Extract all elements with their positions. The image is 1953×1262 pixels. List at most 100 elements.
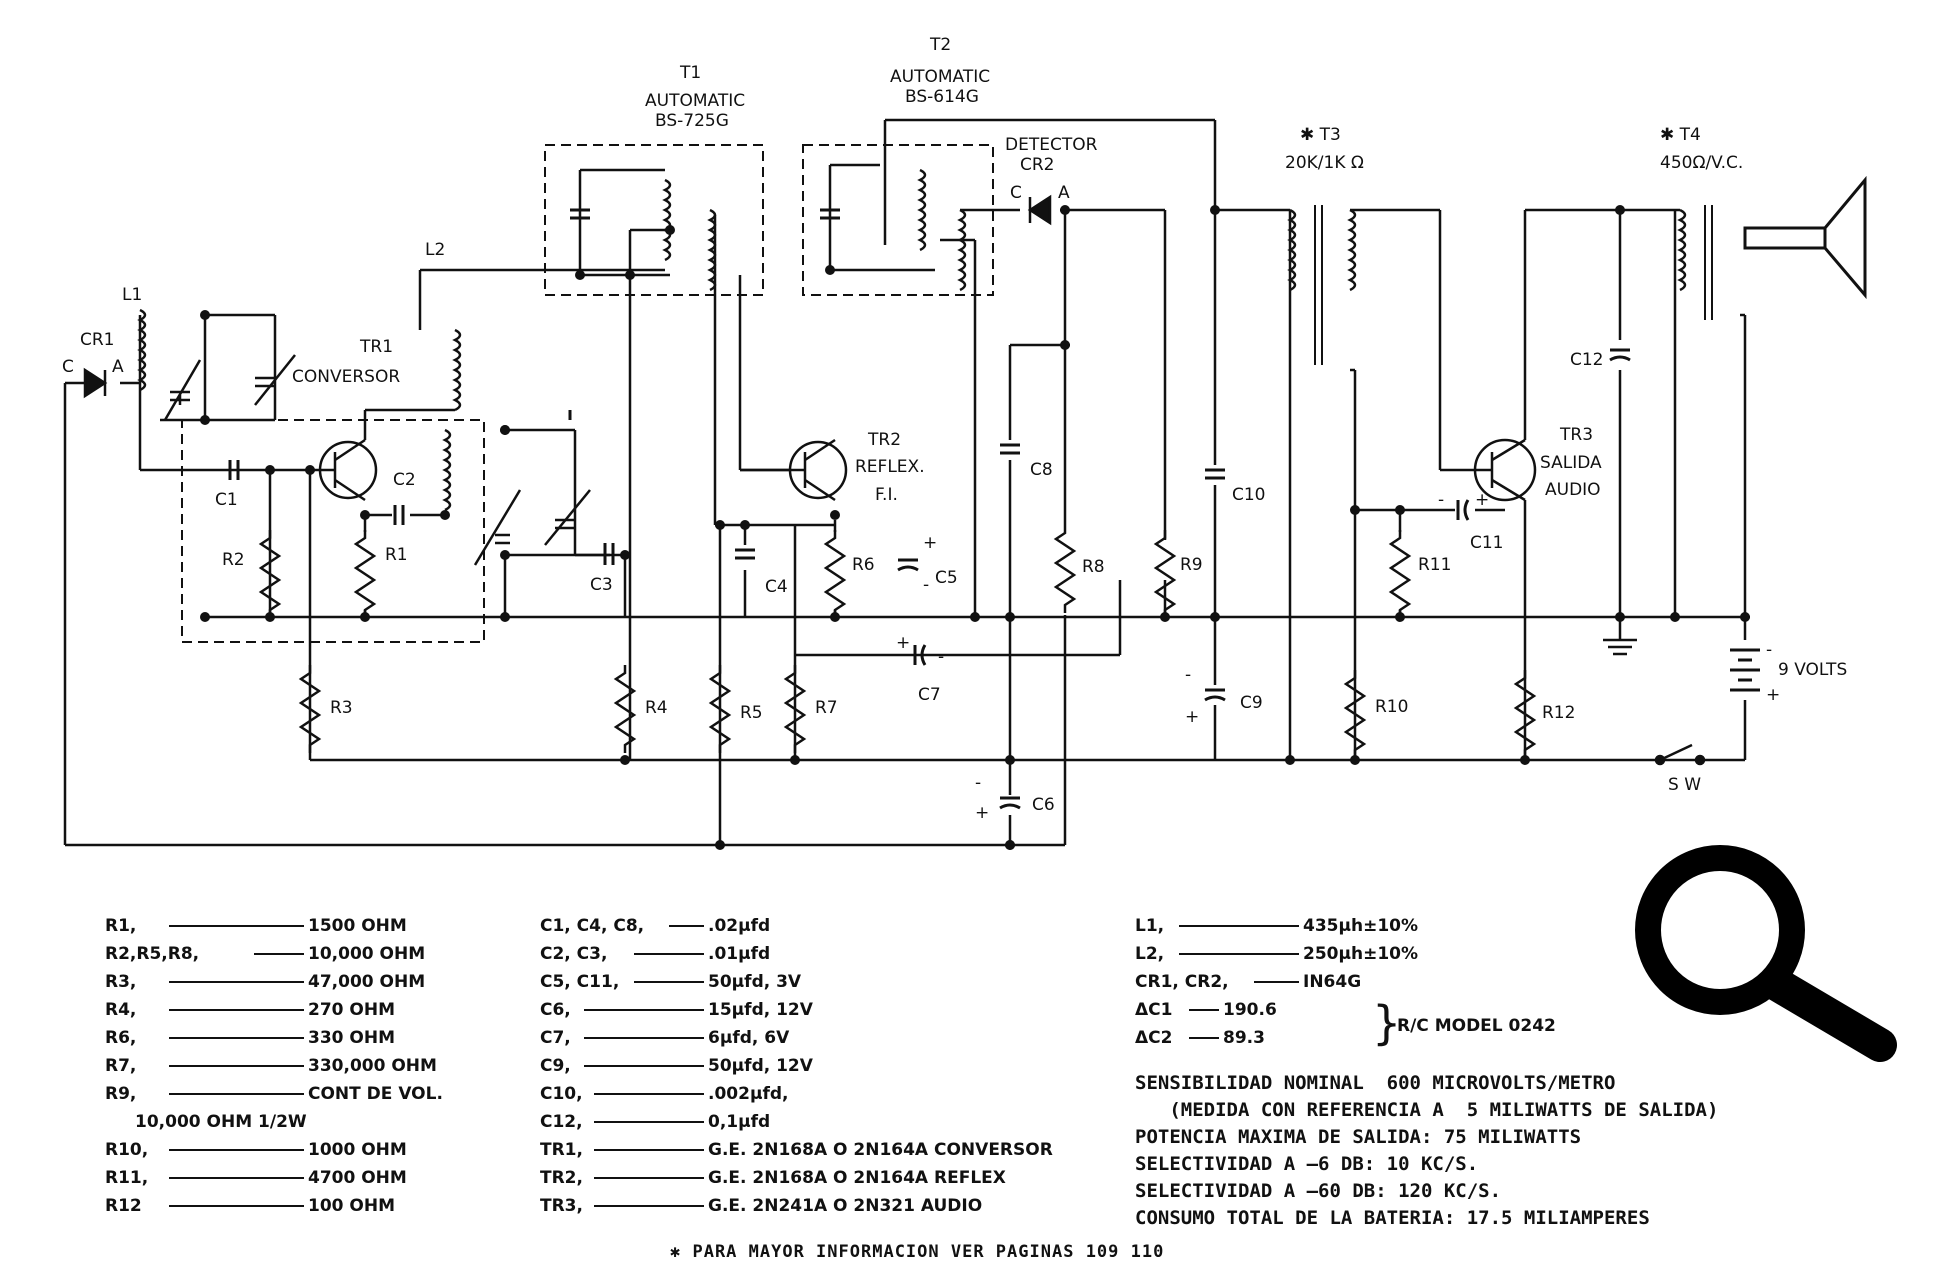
label-r5: R5 bbox=[740, 703, 763, 723]
part-key: C5, C11, bbox=[540, 972, 620, 992]
part-key: C9, bbox=[540, 1056, 571, 1076]
label-c11: C11 bbox=[1470, 533, 1504, 553]
label-cr1: CR1 bbox=[80, 330, 115, 350]
label-t1-ref: T1 bbox=[679, 63, 701, 83]
part-key: R2,R5,R8, bbox=[105, 944, 200, 964]
label-c5: C5 bbox=[935, 568, 958, 588]
label-r2: R2 bbox=[222, 550, 245, 570]
part-value: 1500 OHM bbox=[308, 916, 407, 936]
label-r7: R7 bbox=[815, 698, 838, 718]
spec-line: SENSIBILIDAD NOMINAL 600 MICROVOLTS/METR… bbox=[1135, 1072, 1616, 1094]
capacitors bbox=[228, 208, 1631, 810]
part-value: .002µfd, bbox=[708, 1084, 789, 1104]
label-batt-plus: + bbox=[1766, 685, 1780, 705]
label-t1-model: BS-725G bbox=[655, 111, 729, 131]
speaker-icon bbox=[1743, 175, 1867, 300]
label-c3: C3 bbox=[590, 575, 613, 595]
r6-symbol bbox=[824, 528, 846, 620]
label-cr2-c: C bbox=[1010, 183, 1022, 203]
part-value: 250µh±10% bbox=[1303, 944, 1419, 964]
part-value: 1000 OHM bbox=[308, 1140, 407, 1160]
part-value: IN64G bbox=[1303, 972, 1362, 992]
part-value: CONT DE VOL. bbox=[308, 1084, 443, 1104]
part-key: C2, C3, bbox=[540, 944, 608, 964]
schematic-labels: L1 L2 CR1 C A DETECTOR CR2 C A TR1 CONVE… bbox=[62, 35, 1847, 823]
label-c7-minus: - bbox=[938, 647, 944, 667]
label-fi: F.I. bbox=[875, 485, 898, 505]
part-key: C7, bbox=[540, 1028, 571, 1048]
part-value: 15µfd, 12V bbox=[708, 1000, 813, 1020]
part-value: 0,1µfd bbox=[708, 1112, 771, 1132]
label-c9-minus: - bbox=[1185, 665, 1191, 685]
part-value: .02µfd bbox=[708, 916, 771, 936]
part-key: C1, C4, C8, bbox=[540, 916, 645, 936]
transformer-cores bbox=[1314, 205, 1713, 365]
part-key: ΔC1 bbox=[1135, 1000, 1173, 1020]
part-value: .01µfd bbox=[708, 944, 771, 964]
label-conversor: CONVERSOR bbox=[292, 367, 400, 387]
spec-line: POTENCIA MAXIMA DE SALIDA: 75 MILIWATTS bbox=[1135, 1126, 1582, 1148]
label-tr2: TR2 bbox=[867, 430, 901, 450]
diodes bbox=[83, 194, 1052, 399]
part-key: R6, bbox=[105, 1028, 137, 1048]
label-batt-minus: - bbox=[1766, 640, 1772, 660]
label-c5-plus: + bbox=[923, 533, 937, 553]
label-c4: C4 bbox=[765, 577, 788, 597]
part-value: 190.6 bbox=[1223, 1000, 1277, 1020]
r1-symbol bbox=[354, 528, 376, 620]
part-key: R4, bbox=[105, 1000, 137, 1020]
label-r6: R6 bbox=[852, 555, 875, 575]
label-r12: R12 bbox=[1542, 703, 1575, 723]
part-key: R11, bbox=[105, 1168, 149, 1188]
part-key: ΔC2 bbox=[1135, 1028, 1173, 1048]
label-l2: L2 bbox=[425, 240, 445, 260]
label-t3-rating: 20K/1K Ω bbox=[1285, 153, 1364, 173]
label-tr1: TR1 bbox=[359, 337, 393, 357]
label-r11: R11 bbox=[1418, 555, 1451, 575]
part-key: R3, bbox=[105, 972, 137, 992]
transistors bbox=[310, 438, 1537, 502]
rc-model-label: R/C MODEL 0242 bbox=[1397, 1016, 1556, 1036]
part-value: 100 OHM bbox=[308, 1196, 396, 1216]
part-key: TR2, bbox=[540, 1168, 583, 1188]
label-t1-make: AUTOMATIC bbox=[645, 91, 745, 111]
parts-list-capacitors: C1, C4, C8, .02µfd C2, C3, .01µfd C5, C11,… bbox=[540, 912, 1053, 1220]
label-r4: R4 bbox=[645, 698, 668, 718]
label-c10: C10 bbox=[1232, 485, 1266, 505]
footnote: ✱ PARA MAYOR INFORMACION VER PAGINAS 109… bbox=[670, 1242, 1165, 1262]
part-key: C10, bbox=[540, 1084, 583, 1104]
label-volts: 9 VOLTS bbox=[1778, 660, 1847, 680]
part-key: TR3, bbox=[540, 1196, 583, 1216]
label-l1: L1 bbox=[122, 285, 142, 305]
label-c12: C12 bbox=[1570, 350, 1604, 370]
part-value: 10,000 OHM 1/2W bbox=[135, 1112, 307, 1132]
label-cr1-c: C bbox=[62, 357, 74, 377]
part-value: G.E. 2N241A O 2N321 AUDIO bbox=[708, 1196, 983, 1216]
part-key: R12 bbox=[105, 1196, 142, 1216]
part-key: L1, bbox=[1135, 916, 1165, 936]
part-value: 4700 OHM bbox=[308, 1168, 407, 1188]
label-c6-minus: - bbox=[975, 773, 981, 793]
junction-dots bbox=[200, 205, 1750, 850]
part-key: CR1, CR2, bbox=[1135, 972, 1229, 992]
part-key: L2, bbox=[1135, 944, 1165, 964]
label-c2: C2 bbox=[393, 470, 416, 490]
part-value: 47,000 OHM bbox=[308, 972, 426, 992]
variable-capacitors bbox=[163, 354, 591, 566]
part-value: 270 OHM bbox=[308, 1000, 396, 1020]
label-c6: C6 bbox=[1032, 795, 1055, 815]
part-value: 330 OHM bbox=[308, 1028, 396, 1048]
label-reflex: REFLEX. bbox=[855, 457, 925, 477]
spec-line: (MEDIDA CON REFERENCIA A 5 MILIWATTS DE … bbox=[1135, 1099, 1719, 1121]
rc-model-brace: } bbox=[1372, 996, 1402, 1050]
label-r8: R8 bbox=[1082, 557, 1105, 577]
label-r9: R9 bbox=[1180, 555, 1203, 575]
switch-icon bbox=[1654, 743, 1706, 766]
part-value: G.E. 2N168A O 2N164A CONVERSOR bbox=[708, 1140, 1053, 1160]
label-c7-plus: + bbox=[896, 633, 910, 653]
part-key: C6, bbox=[540, 1000, 571, 1020]
magnifier-icon[interactable] bbox=[1625, 835, 1925, 1065]
part-key: R10, bbox=[105, 1140, 149, 1160]
part-value: 50µfd, 3V bbox=[708, 972, 802, 992]
